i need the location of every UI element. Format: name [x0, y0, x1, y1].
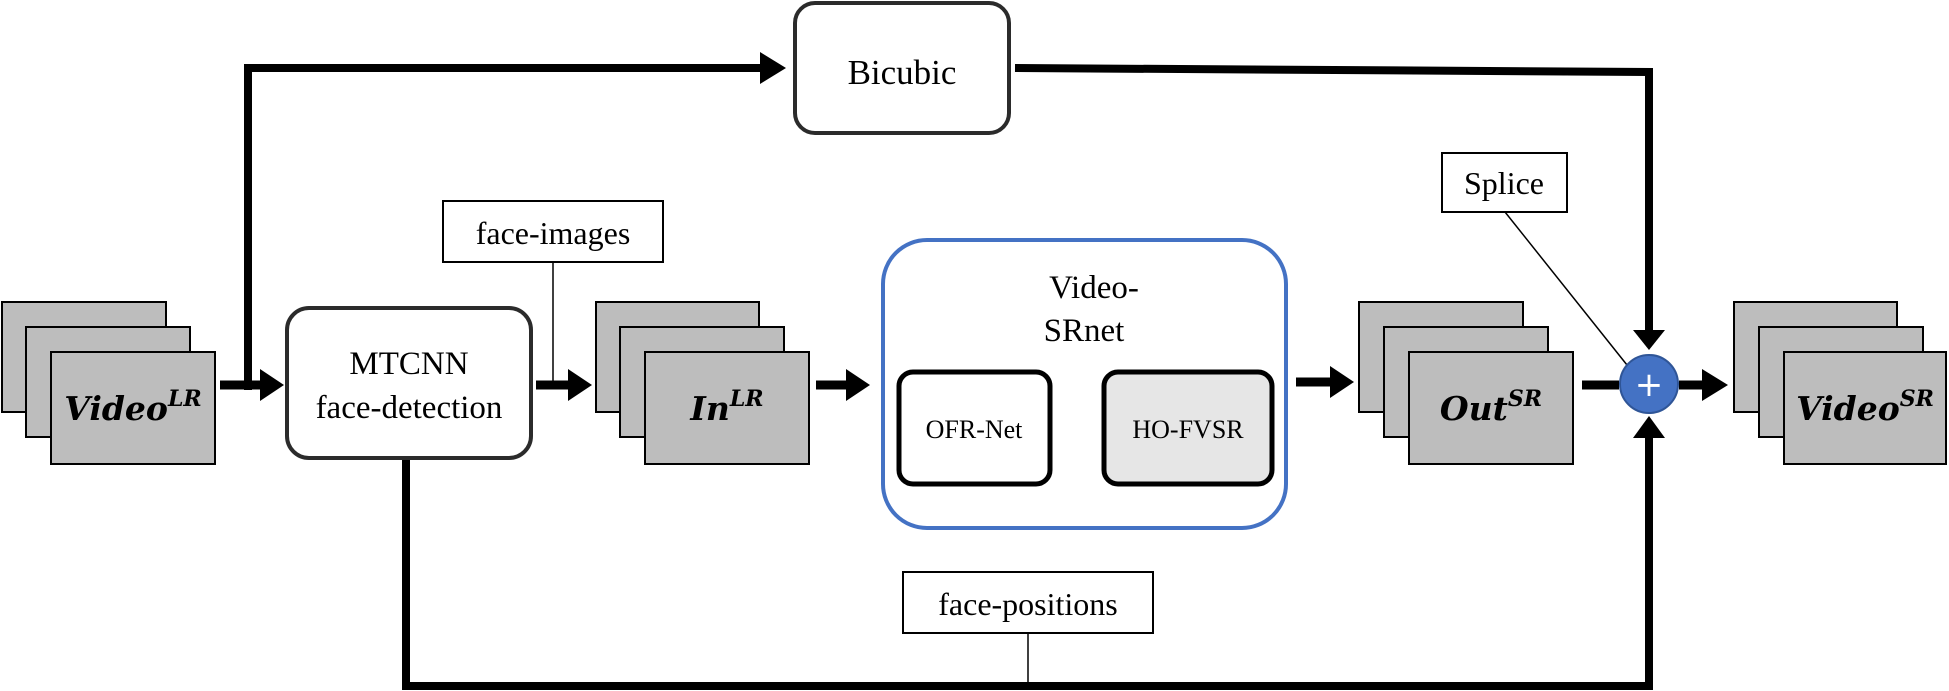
video-lr-stack: VideoLR — [1, 301, 216, 465]
ofr-net-label: OFR-Net — [926, 415, 1024, 444]
in-lr-sup: LR — [729, 386, 764, 412]
splice-label-box — [1441, 152, 1568, 213]
video-lr-base: Video — [64, 389, 168, 428]
arrow-into-bicubic — [760, 52, 786, 84]
arrow-positions-into-splice — [1633, 416, 1665, 438]
video-sr-sup: SR — [1900, 386, 1934, 412]
face-positions-label-box — [902, 571, 1154, 634]
svg-text:VideoSR: VideoSR — [1796, 386, 1934, 428]
ho-fvsr-label: HO-FVSR — [1132, 415, 1244, 444]
arrow-into-videosr — [1702, 369, 1728, 401]
bicubic-to-splice-line — [1014, 64, 1653, 330]
out-sr-stack: OutSR — [1358, 301, 1574, 465]
video-srnet-label-line1: Video- — [1049, 270, 1139, 306]
arrow-into-mtcnn — [260, 369, 284, 401]
out-sr-sup: SR — [1508, 386, 1542, 412]
splice-leader — [1504, 211, 1632, 371]
video-srnet-label-line2: SRnet — [1044, 313, 1125, 349]
video-sr-stack: VideoSR — [1733, 301, 1947, 465]
svg-text:VideoLR: VideoLR — [64, 386, 201, 428]
arrow-bicubic-into-splice — [1633, 330, 1665, 350]
in-lr-stack: InLR — [595, 301, 810, 465]
ho-fvsr-box — [1101, 369, 1275, 487]
arrow-into-inlr — [568, 369, 592, 401]
svg-text:OutSR: OutSR — [1440, 386, 1542, 428]
in-lr-base: In — [689, 389, 729, 428]
face-images-label-box — [442, 200, 664, 263]
splice-label: Splice — [1464, 165, 1544, 201]
splice-node — [1619, 354, 1679, 414]
video-lr-sup: LR — [167, 386, 202, 412]
arrow-into-outsr — [1330, 366, 1354, 398]
face-images-label: face-images — [476, 215, 631, 251]
video-sr-base: Video — [1796, 389, 1900, 428]
svg-text:InLR: InLR — [689, 386, 763, 428]
face-positions-label: face-positions — [938, 586, 1118, 622]
mtcnn-box — [285, 306, 533, 460]
bicubic-label: Bicubic — [848, 53, 957, 92]
arrow-into-srnet — [846, 369, 870, 401]
mtcnn-label-line2: face-detection — [316, 390, 503, 426]
splice-plus-icon: + — [1635, 365, 1664, 405]
bypass-line-to-bicubic — [244, 64, 760, 390]
bicubic-box — [793, 1, 1011, 135]
mtcnn-label-line1: MTCNN — [349, 346, 468, 382]
ofr-net-box — [896, 369, 1053, 487]
out-sr-base: Out — [1440, 389, 1508, 428]
